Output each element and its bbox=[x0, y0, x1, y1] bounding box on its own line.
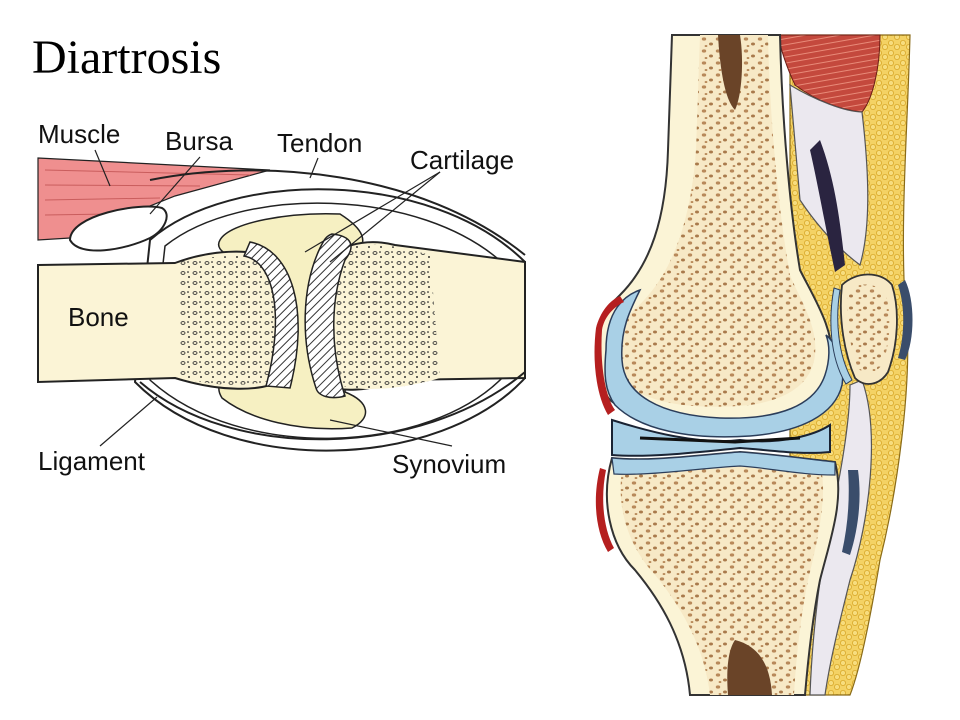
tibia-articular-cartilage bbox=[611, 451, 836, 476]
leader-lines bbox=[94, 149, 453, 447]
patella-spongy bbox=[847, 284, 890, 373]
joint-space-line bbox=[639, 436, 801, 444]
label-bone: Bone bbox=[68, 302, 129, 332]
synovium-edge-lower bbox=[595, 468, 614, 552]
bursa-shape bbox=[68, 205, 168, 252]
synovium-edge-upper bbox=[594, 296, 624, 415]
label-bursa: Bursa bbox=[165, 126, 233, 156]
left-bone-spongy bbox=[180, 255, 294, 385]
slide-title: Diartrosis bbox=[32, 31, 222, 84]
infrapatellar-bursa bbox=[842, 470, 860, 555]
tibia-marrow bbox=[727, 640, 772, 695]
femur-articular-cartilage bbox=[604, 288, 844, 438]
patella-cartilage bbox=[830, 287, 853, 385]
prepatellar-bursa bbox=[898, 280, 913, 360]
synovial-joint-schematic: Muscle Bursa Tendon Cartilage Bone Ligam… bbox=[37, 119, 526, 479]
ligament-shape bbox=[139, 371, 526, 441]
label-tendon: Tendon bbox=[277, 128, 362, 158]
patellar-ligament bbox=[809, 379, 872, 696]
label-ligament: Ligament bbox=[38, 446, 146, 476]
label-muscle: Muscle bbox=[38, 119, 120, 149]
right-cartilage bbox=[304, 233, 352, 399]
femur-marrow bbox=[718, 35, 743, 110]
tibia-spongy-bone bbox=[620, 464, 824, 695]
femur-spongy-bone bbox=[616, 35, 816, 407]
right-bone-spongy bbox=[329, 244, 440, 390]
tendon-shape bbox=[149, 169, 526, 256]
left-cartilage bbox=[242, 241, 299, 389]
label-synovium: Synovium bbox=[392, 449, 506, 479]
knee-cross-section bbox=[594, 34, 913, 696]
label-cartilage: Cartilage bbox=[410, 145, 514, 175]
suprapatellar-bursa bbox=[810, 140, 845, 272]
